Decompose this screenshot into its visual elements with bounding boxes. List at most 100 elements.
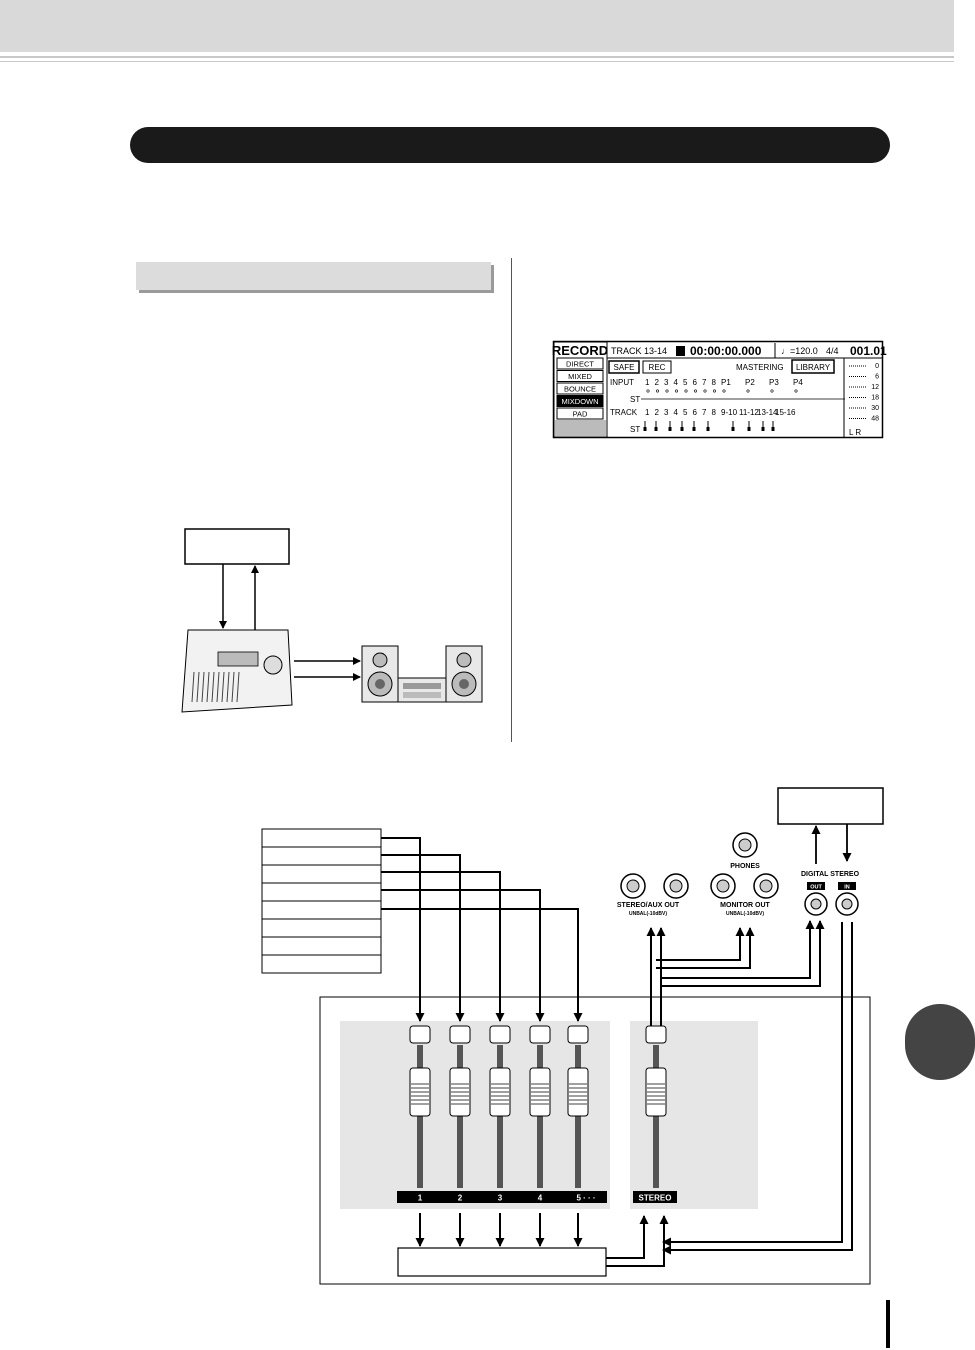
chapter-tab — [905, 1004, 975, 1080]
input-number: 7 — [702, 378, 707, 387]
meter-tick-label: 0 — [875, 363, 879, 370]
library-label: LIBRARY — [796, 363, 831, 372]
track-level-knob — [692, 427, 696, 431]
safe-label: SAFE — [614, 363, 635, 372]
digital-out-label: OUT — [810, 885, 822, 891]
digital-in-jack[interactable] — [835, 892, 859, 916]
track-list-box — [261, 828, 382, 974]
recorder-fader — [196, 671, 200, 703]
digital-stereo-label: DIGITAL STEREO — [801, 871, 860, 878]
channel-1-input-button[interactable] — [409, 1025, 431, 1044]
track-level-knob — [643, 427, 647, 431]
recorder-fader — [206, 671, 210, 703]
mode-button-mixed[interactable] — [556, 370, 604, 382]
library-button[interactable] — [791, 359, 835, 374]
track-level-knob — [680, 427, 684, 431]
page-number-bar — [886, 1300, 890, 1348]
stereo-bus-box — [397, 1247, 607, 1277]
recorder-fader — [231, 671, 235, 703]
input-dot — [794, 389, 798, 393]
monitor-out-label: MONITOR OUT — [720, 902, 770, 909]
section-title-bar — [130, 127, 890, 163]
channel-number-label: 5 · · · — [576, 1194, 595, 1203]
header-rule — [0, 56, 954, 58]
channel-5-input-button[interactable] — [567, 1025, 589, 1044]
stereo-input-button[interactable] — [645, 1025, 667, 1044]
recorder-fader — [236, 671, 240, 703]
input-dot — [684, 389, 688, 393]
lcd-hatch — [555, 420, 606, 436]
digital-in-label: IN — [844, 885, 850, 891]
track-number: 7 — [702, 408, 707, 417]
recorder-fader — [201, 671, 205, 703]
track-number: 11-12 — [739, 408, 759, 417]
mode-button-bounce[interactable] — [556, 382, 604, 395]
meter-tick-label: 12 — [871, 384, 879, 391]
input-dot — [703, 389, 707, 393]
input-number: P3 — [769, 378, 779, 387]
phones-jack[interactable] — [732, 832, 758, 858]
digital-out-jack[interactable] — [804, 892, 828, 916]
monitor-out-jack-l[interactable] — [710, 873, 736, 899]
channel-3-input-button[interactable] — [489, 1025, 511, 1044]
channel-2-input-button[interactable] — [449, 1025, 471, 1044]
digital-device-box — [777, 787, 884, 825]
recorder-fader — [216, 671, 220, 703]
channel-3-fader-cap[interactable] — [489, 1067, 511, 1117]
header-band — [0, 0, 954, 52]
lcd-tempo: ♩=120.0 — [781, 346, 818, 356]
track-level-knob — [654, 427, 658, 431]
mode-label: BOUNCE — [564, 385, 596, 394]
meter-lr-label: L R — [849, 428, 861, 437]
input-dot — [722, 389, 726, 393]
monitor-out-jack-r[interactable] — [753, 873, 779, 899]
rec-button[interactable] — [642, 360, 672, 374]
input-dot — [694, 389, 698, 393]
stereo-fader-cap[interactable] — [645, 1067, 667, 1117]
input-number: 1 — [645, 378, 650, 387]
channel-4-fader-cap[interactable] — [529, 1067, 551, 1117]
mastering-label: MASTERING — [736, 363, 784, 372]
recorder-fader — [191, 671, 195, 703]
input-number: 5 — [683, 378, 688, 387]
track-number: 2 — [655, 408, 660, 417]
signal-flow-diagram: PHONES STEREO/AUX OUT UNBAL(-10dBV) MONI… — [261, 787, 884, 1285]
track-number: 15-16 — [775, 408, 796, 417]
input-number: 6 — [693, 378, 698, 387]
channel-5-fader-cap[interactable] — [567, 1067, 589, 1117]
track-number: 5 — [683, 408, 688, 417]
input-number: 8 — [712, 378, 717, 387]
recorder-fader — [221, 671, 225, 703]
meter-tick-label: 6 — [875, 374, 879, 381]
input-number: 3 — [664, 378, 669, 387]
header-rule-thin — [0, 61, 954, 62]
track-level-knob — [668, 427, 672, 431]
channel-number-label: 3 — [498, 1194, 503, 1203]
channel-1-fader-cap[interactable] — [409, 1067, 431, 1117]
safe-button[interactable] — [608, 360, 640, 374]
channel-4-input-button[interactable] — [529, 1025, 551, 1044]
mode-label: MIXDOWN — [561, 397, 598, 406]
mode-button-pad[interactable] — [556, 407, 604, 420]
speaker-right-icon — [445, 645, 483, 703]
stereo-aux-out-jack-r[interactable] — [663, 873, 689, 899]
input-dot — [713, 389, 717, 393]
mixdown-connection-diagram — [181, 528, 483, 713]
track-level-knob — [731, 427, 735, 431]
mode-button-direct[interactable] — [556, 357, 604, 370]
channel-2-fader-cap[interactable] — [449, 1067, 471, 1117]
mode-label: PAD — [573, 410, 588, 419]
lcd-meter: 4/4 — [826, 346, 839, 356]
track-number: 4 — [674, 408, 679, 417]
stereo-deck-icon — [397, 677, 447, 703]
input-number: 2 — [655, 378, 660, 387]
recorder-fader — [211, 671, 215, 703]
track-row-label: TRACK — [610, 408, 638, 417]
track-number: 6 — [693, 408, 698, 417]
track-number: 8 — [712, 408, 717, 417]
track-number: 3 — [664, 408, 669, 417]
stereo-aux-out-jack-l[interactable] — [620, 873, 646, 899]
mode-button-mixdown[interactable] — [556, 395, 604, 407]
lcd-time: 00:00:00.000 — [690, 344, 762, 358]
